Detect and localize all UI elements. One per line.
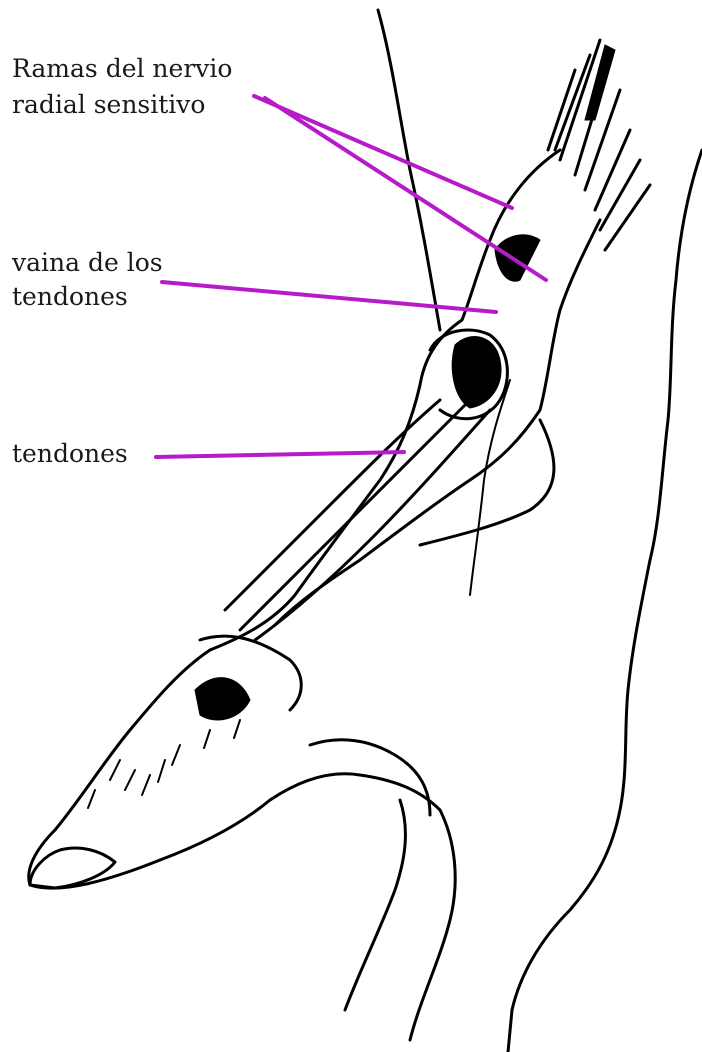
tendons-leader: [156, 452, 404, 457]
nerve-leader-2: [265, 98, 546, 280]
sheath-leader: [162, 282, 496, 312]
nerve-leader-1: [254, 96, 512, 208]
